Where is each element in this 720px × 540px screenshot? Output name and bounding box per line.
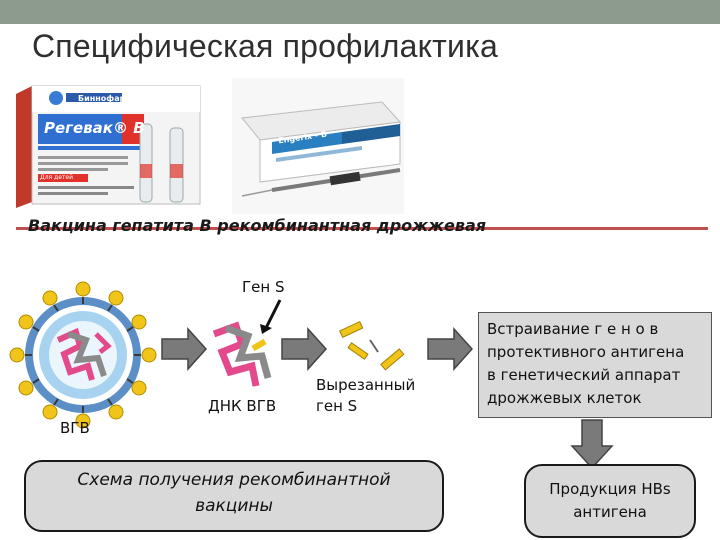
dna-label: ДНК ВГВ xyxy=(208,396,276,417)
cut-gene-label-line2: ген S xyxy=(316,396,357,417)
insertion-info-box: Встраивание г е н о в протективного анти… xyxy=(478,312,712,418)
insertion-line-2: протективного антигена xyxy=(487,342,684,363)
hbv-virus-icon xyxy=(8,280,158,430)
regevac-product-name: Регевак® В xyxy=(44,119,145,137)
flow-arrow-2 xyxy=(282,329,326,369)
regevac-package-image: Биннофарм Регевак® В Для детей xyxy=(12,84,224,212)
flow-arrow-1 xyxy=(162,329,206,369)
flow-arrow-down xyxy=(572,420,612,468)
scheme-caption-line2: вакцины xyxy=(26,496,442,516)
top-bar xyxy=(0,0,720,24)
engerix-package-image: Engerix - B xyxy=(232,78,404,214)
scheme-caption-box: Схема получения рекомбинантной вакцины xyxy=(24,460,444,532)
hbs-antigen-line1: Продукция HBs xyxy=(526,480,694,498)
cut-gene-label-line1: Вырезанный xyxy=(316,375,415,396)
insertion-line-3: в генетический аппарат xyxy=(487,365,680,386)
gene-s-label: Ген S xyxy=(242,277,284,298)
vaccine-caption: Вакцина гепатита В рекомбинантная дрожже… xyxy=(28,216,486,235)
insertion-line-4: дрожжевых клеток xyxy=(487,388,642,409)
flow-arrow-3 xyxy=(428,329,472,369)
regevac-age-text: Для детей xyxy=(40,174,73,181)
slide-title: Специфическая профилактика xyxy=(32,28,498,65)
insertion-line-1: Встраивание г е н о в xyxy=(487,319,658,340)
cut-gene-icon xyxy=(334,318,414,378)
hbs-antigen-line2: антигена xyxy=(526,503,694,521)
regevac-brand-text: Биннофарм xyxy=(78,94,132,103)
scheme-caption-line1: Схема получения рекомбинантной xyxy=(26,470,442,490)
hbs-antigen-box: Продукция HBs антигена xyxy=(524,464,696,538)
virus-label: ВГВ xyxy=(60,418,90,439)
dna-hbv-icon xyxy=(206,320,276,394)
